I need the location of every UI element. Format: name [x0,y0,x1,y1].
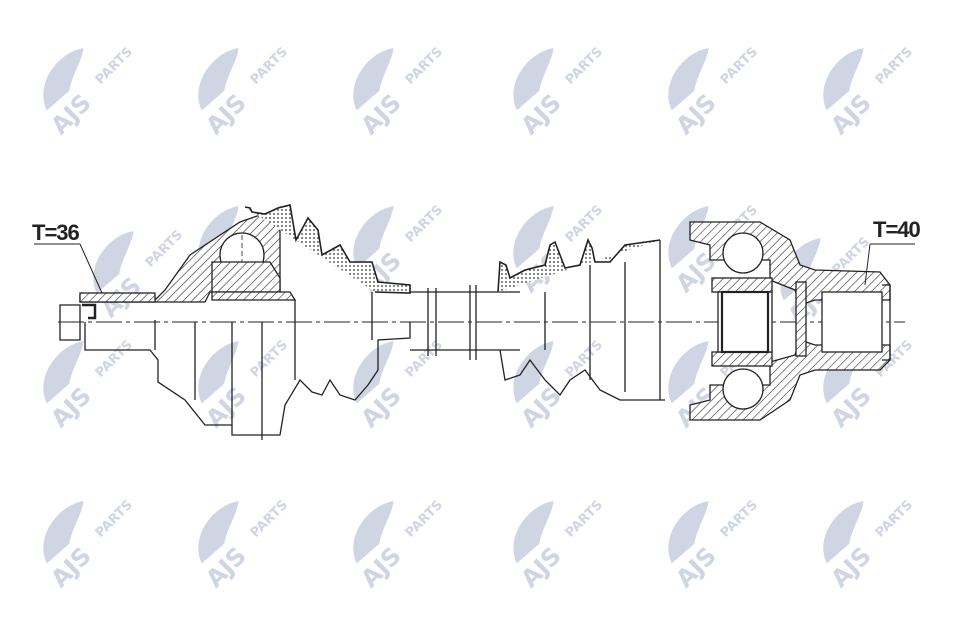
svg-text:PARTS: PARTS [718,45,761,88]
svg-text:PARTS: PARTS [248,498,291,541]
inner-joint-roller-top [722,232,764,274]
svg-text:PARTS: PARTS [403,498,446,541]
svg-text:PARTS: PARTS [563,498,606,541]
svg-text:PARTS: PARTS [93,45,136,88]
intermediate-shaft [410,291,520,351]
outer-boot-section [244,204,411,294]
svg-text:PARTS: PARTS [93,498,136,541]
svg-text:PARTS: PARTS [403,45,446,88]
svg-text:PARTS: PARTS [93,338,136,381]
svg-text:PARTS: PARTS [248,45,291,88]
inner-stub-bore [821,291,883,353]
right-spline-callout: T=40 [864,217,922,286]
left-spline-callout: T=36 [32,220,103,294]
svg-text:PARTS: PARTS [563,338,606,381]
svg-text:PARTS: PARTS [563,203,606,246]
svg-text:PARTS: PARTS [248,338,291,381]
outer-stub-thread [79,292,156,303]
svg-text:PARTS: PARTS [143,228,186,271]
svg-text:PARTS: PARTS [873,45,916,88]
svg-text:PARTS: PARTS [718,498,761,541]
svg-text:PARTS: PARTS [563,45,606,88]
drive-shaft [58,204,905,440]
left-spline-label: T=36 [32,220,80,245]
right-spline-label: T=40 [873,217,921,242]
svg-text:PARTS: PARTS [403,338,446,381]
inner-boot-section [497,237,661,293]
tripod-hub [717,291,773,353]
svg-text:PARTS: PARTS [403,203,446,246]
inner-joint-roller-bottom [722,368,764,410]
svg-text:PARTS: PARTS [873,498,916,541]
